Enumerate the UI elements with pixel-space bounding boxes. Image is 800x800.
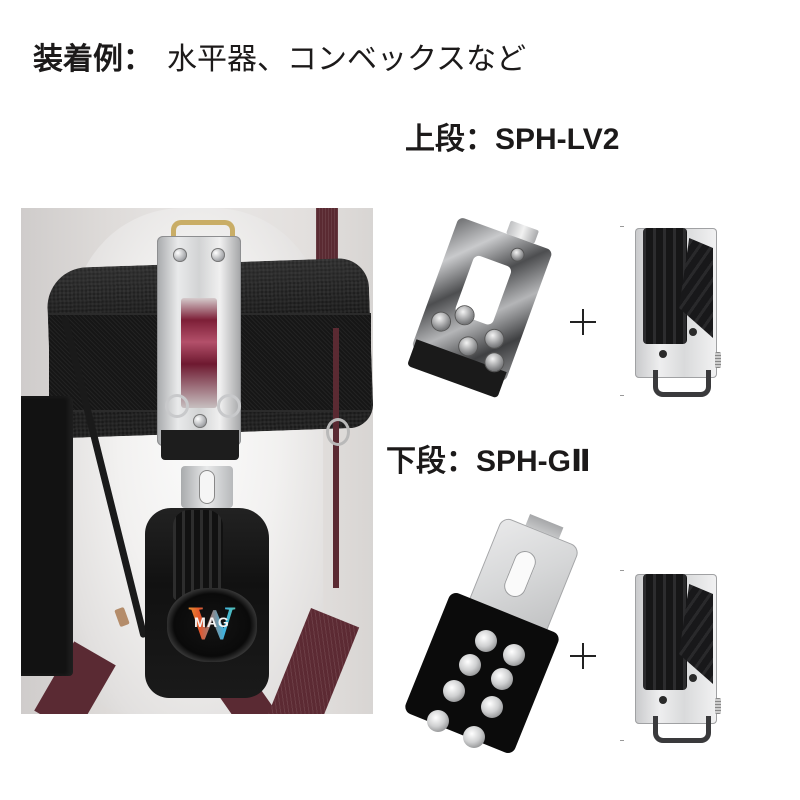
ring-icon <box>165 394 189 418</box>
dimension-tick <box>620 395 624 396</box>
level-base <box>161 430 239 460</box>
screw-icon <box>659 350 667 358</box>
title-description: 水平器、コンベックスなど <box>167 42 527 77</box>
sph-lv2-clip-image <box>400 204 567 399</box>
title-lead: 装着例： <box>33 42 153 77</box>
sph-g2-clip-image <box>402 513 583 756</box>
holder-knob <box>715 698 721 714</box>
screw-icon <box>659 696 667 704</box>
tape-logo-word: MAG <box>194 614 230 630</box>
holder-knob <box>715 352 721 368</box>
dimension-tick <box>620 226 624 227</box>
tape-measure-ridges <box>173 510 223 600</box>
upper-section-label: 上段：SPH-LV2 <box>405 123 620 156</box>
ring-icon <box>217 394 241 418</box>
worn-example-photo: W MAG <box>21 208 373 714</box>
holder-grip <box>643 574 687 690</box>
magnet-stud-icon <box>427 710 449 732</box>
bolt-icon <box>193 414 207 428</box>
bolt-icon <box>211 248 225 262</box>
tape-logo-letter: W <box>175 596 249 652</box>
screw-icon <box>689 328 697 336</box>
tape-holder-image <box>633 570 721 743</box>
tape-measure-badge <box>167 588 257 662</box>
magnet-stud-icon <box>491 668 513 690</box>
harness-strap <box>333 328 339 588</box>
screw-icon <box>689 674 697 682</box>
level-vial <box>181 298 217 408</box>
holder-grip <box>643 228 687 344</box>
page-title: 装着例： 水平器、コンベックスなど <box>33 38 526 82</box>
holder-loop <box>653 716 711 743</box>
plus-icon <box>570 309 596 335</box>
dimension-tick <box>620 740 624 741</box>
plus-icon <box>570 643 596 669</box>
magnet-stud-icon <box>475 630 497 652</box>
magnet-stud-icon <box>463 726 485 748</box>
connector-slot <box>199 470 215 504</box>
dimension-tick <box>620 570 624 571</box>
holder-loop <box>653 370 711 397</box>
lower-section-label: 下段：SPH-GⅡ <box>386 445 591 478</box>
magnet-stud-icon <box>443 680 465 702</box>
bolt-icon <box>173 248 187 262</box>
side-pouch <box>21 396 73 676</box>
magnet-stud-icon <box>481 696 503 718</box>
magnet-stud-icon <box>459 654 481 676</box>
d-ring <box>326 418 350 446</box>
magnet-stud-icon <box>503 644 525 666</box>
tape-holder-image <box>633 224 721 397</box>
